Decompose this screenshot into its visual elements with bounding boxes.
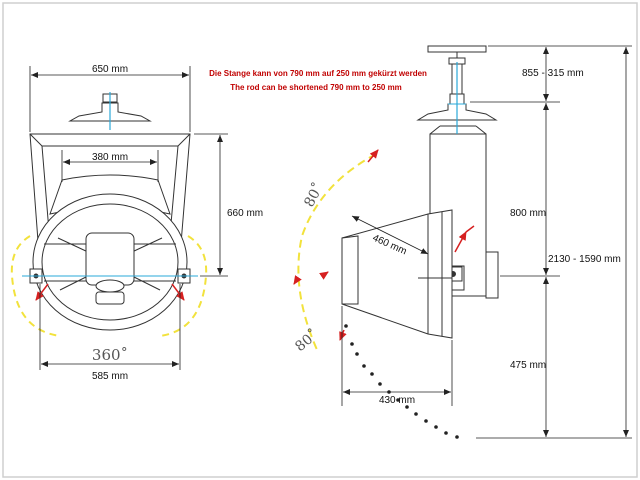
note-german: Die Stange kann von 790 mm auf 250 mm ge… <box>209 69 427 78</box>
rotation-arrow-right <box>171 283 185 301</box>
head-rotation-arrow <box>454 231 467 253</box>
dim-right-extensions <box>470 45 632 439</box>
dim-460 <box>351 215 429 255</box>
tilt-arrow-left-2 <box>293 275 302 285</box>
dim-430 <box>341 306 453 406</box>
front-swing-arc-left <box>10 235 61 337</box>
head-rotation-line <box>465 225 475 233</box>
dim-width-top-label: 650 mm <box>92 64 128 75</box>
dim-rod-length-label: 855 - 315 mm <box>522 68 584 79</box>
front-view <box>29 93 191 331</box>
dim-inner-width-label: 380 mm <box>92 152 128 163</box>
dim-depth-label: 430 mm <box>379 395 415 406</box>
tilt-down-label: 80˚ <box>292 326 322 355</box>
rotation-label: 360˚ <box>92 346 128 364</box>
tilt-up-label: 80˚ <box>301 180 328 210</box>
tilt-arrow-left <box>319 271 329 280</box>
rotation-arrow-left <box>35 283 49 301</box>
dim-housing-height-label: 800 mm <box>510 208 546 219</box>
dim-585 <box>39 284 181 370</box>
tilt-arrow-up <box>367 149 379 163</box>
dim-380 <box>61 150 159 182</box>
dim-lower-height-label: 475 mm <box>510 360 546 371</box>
dim-650 <box>29 66 191 132</box>
dim-bottom-width-label: 585 mm <box>92 371 128 382</box>
dim-height-label: 660 mm <box>227 208 263 219</box>
swing-path-dots <box>344 324 459 439</box>
dim-total-height-label: 2130 - 1590 mm <box>548 254 621 265</box>
note-english: The rod can be shortened 790 mm to 250 m… <box>230 83 402 92</box>
dim-660 <box>194 133 228 277</box>
